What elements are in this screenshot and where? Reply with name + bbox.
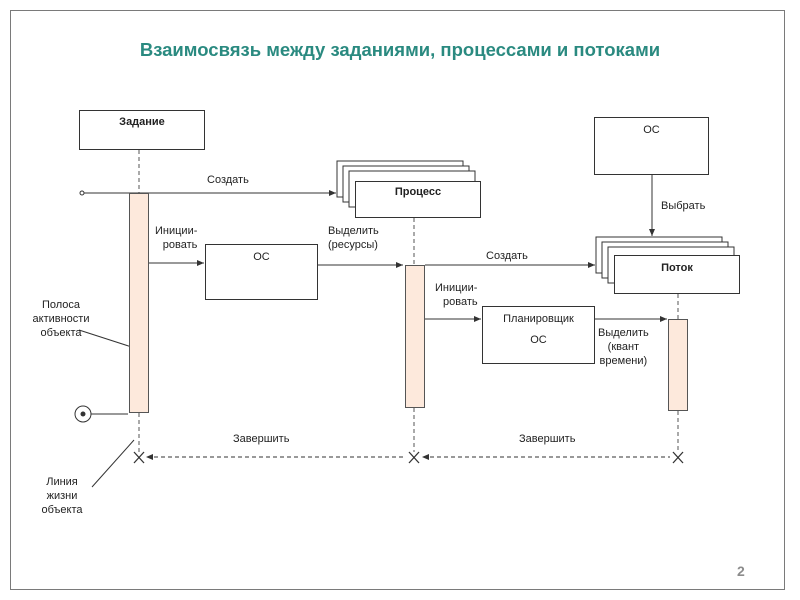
label-init-1-line1: Иниции- <box>155 225 198 237</box>
label-terminate-1: Завершить <box>233 433 290 445</box>
label-allocate-quantum-line2: (квант <box>607 341 640 353</box>
activation-bar-job <box>129 193 149 413</box>
label-allocate-resources-line1: Выделить <box>328 225 379 237</box>
thread-box-label: Поток <box>661 262 693 274</box>
slide-frame <box>10 10 785 590</box>
job-box-label: Задание <box>119 116 165 128</box>
label-lifeline-line2: жизни <box>46 490 78 502</box>
destroy-mark-thread <box>672 451 684 464</box>
page-title: Взаимосвязь между заданиями, процессами … <box>139 39 661 60</box>
label-allocate-resources: Выделить (ресурсы) <box>328 224 379 252</box>
job-box[interactable]: Задание <box>79 110 205 150</box>
label-terminate-2: Завершить <box>519 433 576 445</box>
scheduler-box-label-line1: Планировщик <box>503 313 574 325</box>
callout-lifeline <box>91 439 135 488</box>
label-create-thread: Создать <box>486 250 528 262</box>
process-box[interactable]: Процесс <box>355 181 481 218</box>
label-init-2: Иниции- ровать <box>435 281 478 309</box>
label-init-2-line2: ровать <box>443 296 478 308</box>
label-lifeline: Линия жизни объекта <box>30 475 94 517</box>
start-marker <box>79 190 85 196</box>
os-top-box[interactable]: ОС <box>594 117 709 175</box>
destroy-mark-process <box>408 451 420 464</box>
os-mid-box-label: ОС <box>253 251 270 263</box>
scheduler-box[interactable]: Планировщик ОС <box>482 306 595 364</box>
label-init-1-line2: ровать <box>162 239 198 251</box>
page-number: 2 <box>737 563 745 579</box>
thread-box[interactable]: Поток <box>614 255 740 294</box>
label-select: Выбрать <box>661 200 706 212</box>
label-activity-bar: Полоса активности объекта <box>18 298 104 340</box>
process-box-label: Процесс <box>394 186 442 198</box>
label-lifeline-line3: объекта <box>41 504 83 516</box>
end-marker <box>74 405 92 423</box>
os-top-box-label: ОС <box>643 124 660 136</box>
label-allocate-quantum-line3: времени) <box>599 355 648 367</box>
destroy-mark-job <box>133 451 145 464</box>
label-allocate-quantum: Выделить (квант времени) <box>598 326 649 368</box>
activation-bar-thread <box>668 319 688 411</box>
activation-bar-process <box>405 265 425 408</box>
label-init-2-line1: Иниции- <box>435 282 478 294</box>
label-activity-bar-line3: объекта <box>40 327 82 339</box>
label-activity-bar-line1: Полоса <box>41 299 81 311</box>
scheduler-box-label-line2: ОС <box>530 334 547 346</box>
label-activity-bar-line2: активности <box>32 313 90 325</box>
label-lifeline-line1: Линия <box>46 476 78 488</box>
label-create-process: Создать <box>207 174 249 186</box>
label-init-1: Иниции- ровать <box>155 224 197 252</box>
label-allocate-resources-line2: (ресурсы) <box>328 239 378 251</box>
label-allocate-quantum-line1: Выделить <box>598 327 649 339</box>
os-mid-box[interactable]: ОС <box>205 244 318 300</box>
